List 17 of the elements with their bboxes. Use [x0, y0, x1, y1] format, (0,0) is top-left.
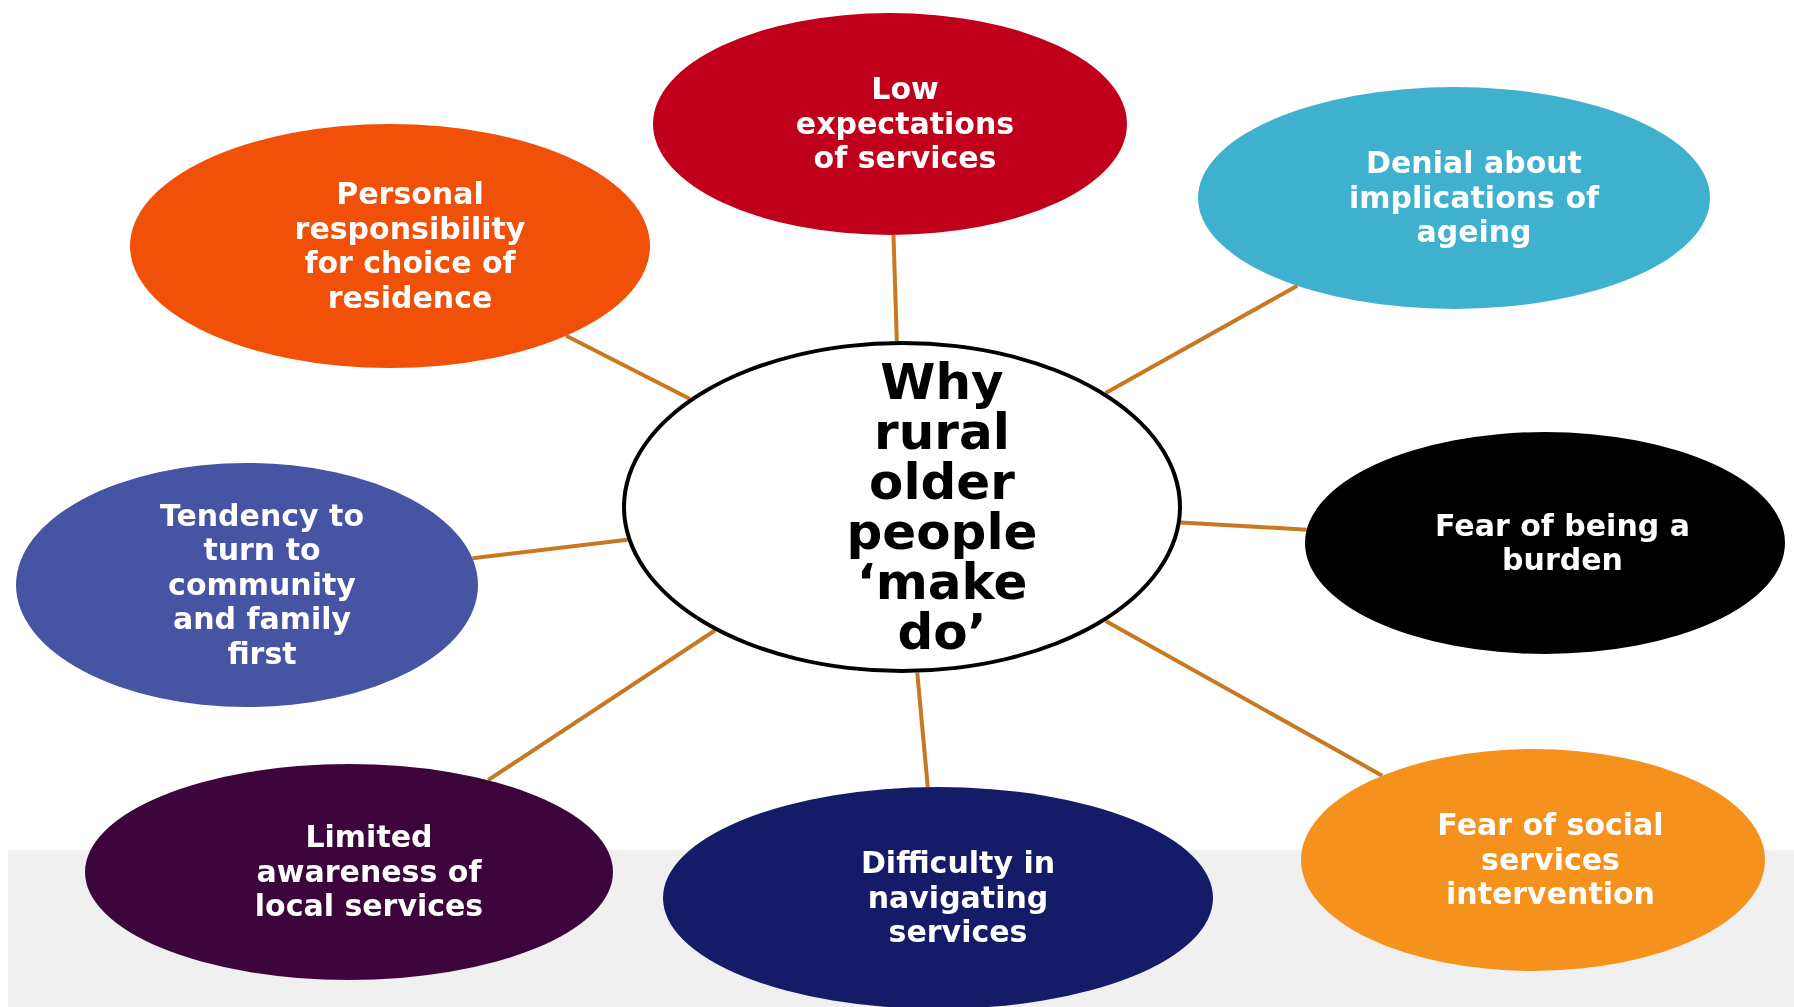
cause-label: Low expectations of services	[794, 72, 1016, 176]
connector-line	[1104, 284, 1299, 395]
connector-line	[915, 672, 930, 788]
cause-label: Fear of being a burden	[1434, 508, 1691, 578]
cause-label: Denial about implications of ageing	[1347, 146, 1601, 250]
cause-label: Tendency to turn to community and family first	[158, 498, 366, 672]
cause-label: Limited awareness of local services	[253, 820, 485, 924]
connector-line	[565, 333, 691, 401]
connector-line	[891, 234, 899, 342]
cause-label: Fear of social services intervention	[1436, 808, 1665, 912]
connector-line	[472, 537, 628, 561]
central-question: Why rural older people ‘make do’	[845, 357, 1039, 657]
connector-line	[1104, 619, 1384, 778]
connector-line	[486, 628, 716, 782]
cause-label: Difficulty in navigating services	[859, 846, 1057, 950]
cause-label: Personal responsibility for choice of residence	[293, 177, 527, 315]
connector-line	[1180, 520, 1307, 532]
